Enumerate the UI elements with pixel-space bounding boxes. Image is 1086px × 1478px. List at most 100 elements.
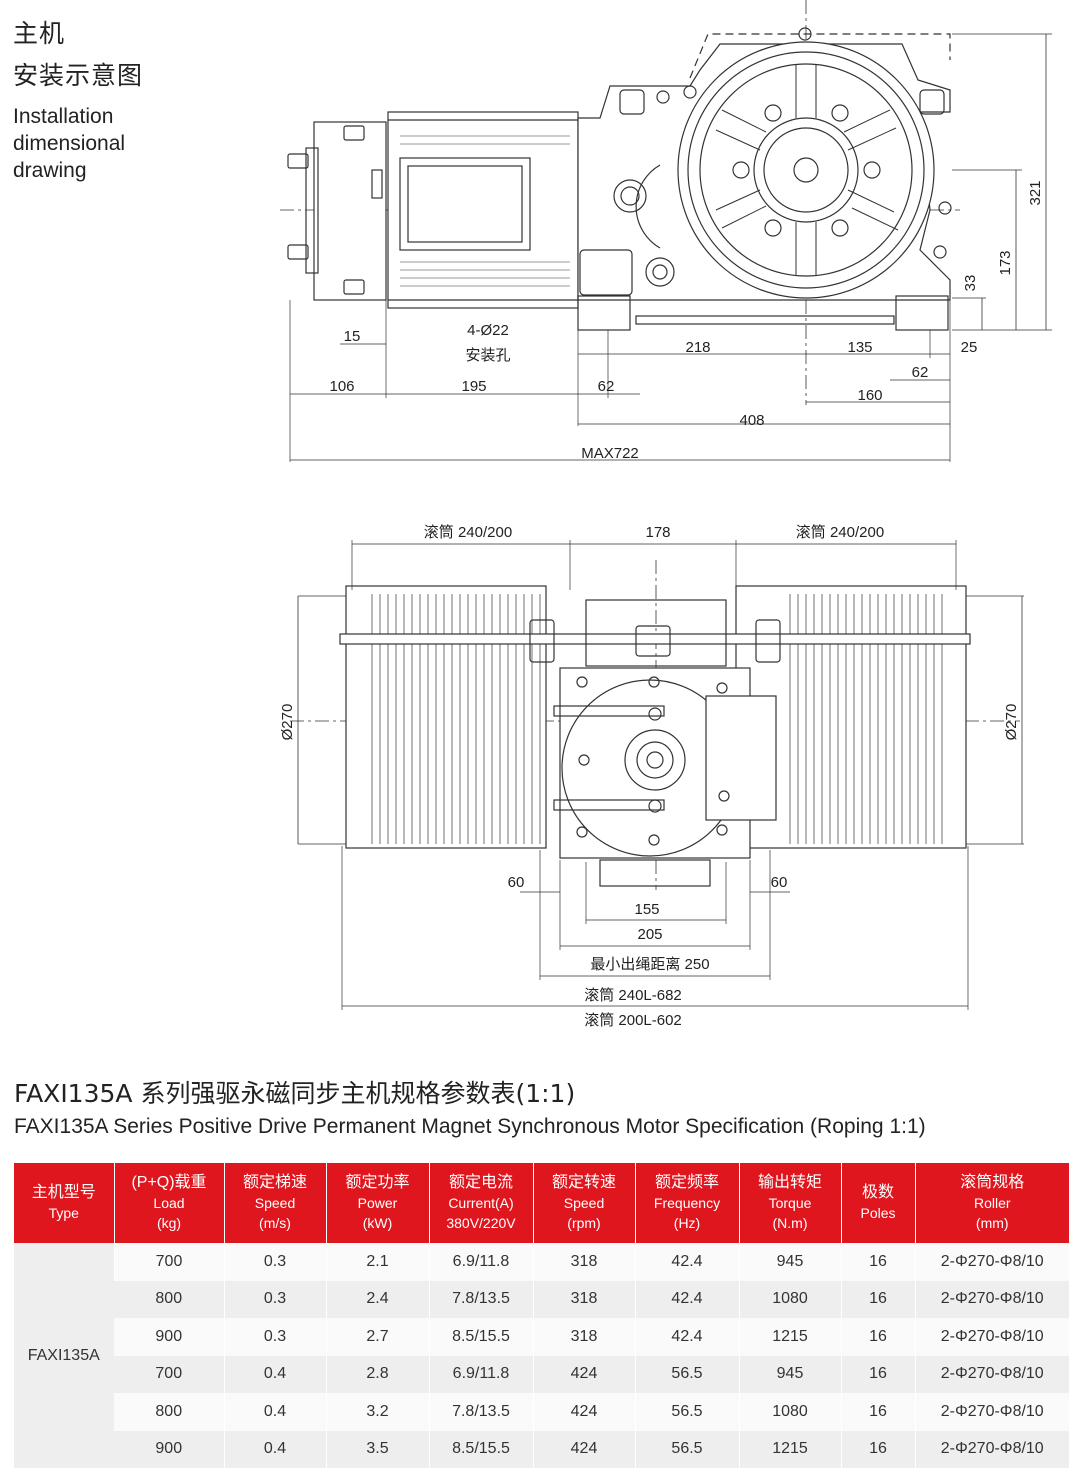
- table-row: FAXI135A 700 0.3 2.1 6.9/11.8 318 42.4 9…: [14, 1243, 1069, 1468]
- dim-205: 205: [637, 926, 662, 943]
- dim-173: 173: [997, 250, 1014, 275]
- cell: 900: [114, 1430, 224, 1468]
- cell: 8.5/15.5: [428, 1430, 533, 1468]
- cell: 0.3: [223, 1280, 326, 1318]
- dim-roller-200: 滚筒 200L-602: [584, 1012, 682, 1029]
- cell: 1080: [738, 1280, 841, 1318]
- cell: 424: [532, 1355, 635, 1393]
- dim-60-left: 60: [508, 874, 525, 891]
- dim-holes: 4-Ø22: [467, 322, 509, 339]
- cell: 56.5: [634, 1430, 739, 1468]
- cell: 3.5: [325, 1430, 429, 1468]
- cell: 16: [840, 1318, 915, 1356]
- cell: 2-Φ270-Φ8/10: [914, 1318, 1069, 1356]
- side-view-drawing: 321 173 33 15 4-Ø22 安装孔 218 135 25 106 1…: [280, 0, 1052, 462]
- dim-195: 195: [461, 378, 486, 395]
- cell: 2.7: [325, 1318, 429, 1356]
- dim-15: 15: [344, 328, 361, 345]
- title-en-3: drawing: [13, 159, 87, 182]
- dim-106: 106: [329, 378, 354, 395]
- cell: 800: [114, 1393, 224, 1431]
- cell: 0.4: [223, 1430, 326, 1468]
- cell: 8.5/15.5: [428, 1318, 533, 1356]
- dim-roller-240: 滚筒 240L-682: [584, 987, 682, 1004]
- dim-max722: MAX722: [581, 445, 639, 462]
- cell: 945: [738, 1355, 841, 1393]
- cell: 2.1: [325, 1243, 429, 1281]
- cell: 16: [840, 1355, 915, 1393]
- title-en-2: dimensional: [13, 132, 126, 155]
- cell: 2.4: [325, 1280, 429, 1318]
- cell: 318: [532, 1318, 635, 1356]
- cell: 56.5: [634, 1355, 739, 1393]
- cell: 56.5: [634, 1393, 739, 1431]
- cell: 700: [113, 1243, 224, 1281]
- cell: 2-Φ270-Φ8/10: [914, 1280, 1069, 1318]
- cell: 800: [114, 1280, 224, 1318]
- dim-dia-right: Ø270: [1003, 704, 1020, 741]
- cell: 2-Φ270-Φ8/10: [914, 1355, 1069, 1393]
- dim-408: 408: [739, 412, 764, 429]
- table-row: 800 0.3 2.4 7.8/13.5 318 42.4 1080 16 2-…: [14, 1280, 1069, 1318]
- dim-160: 160: [857, 387, 882, 404]
- table-row: 800 0.4 3.2 7.8/13.5 424 56.5 1080 16 2-…: [14, 1393, 1069, 1431]
- dim-33: 33: [962, 275, 979, 292]
- cell: 0.3: [223, 1243, 326, 1281]
- cell: 900: [114, 1318, 224, 1356]
- cell: 0.4: [223, 1393, 326, 1431]
- cell: 1080: [738, 1393, 841, 1431]
- cell: 424: [532, 1393, 635, 1431]
- cell: 3.2: [325, 1393, 429, 1431]
- cell: 2-Φ270-Φ8/10: [914, 1430, 1069, 1468]
- cell: 424: [532, 1430, 635, 1468]
- dim-holes-label: 安装孔: [465, 347, 510, 364]
- title-en-1: Installation: [13, 105, 114, 128]
- table-row: 700 0.4 2.8 6.9/11.8 424 56.5 945 16 2-Φ…: [14, 1355, 1069, 1393]
- cell: 16: [840, 1393, 915, 1431]
- cell: 42.4: [634, 1243, 739, 1281]
- dim-min-rope: 最小出绳距离 250: [590, 956, 709, 973]
- dim-25: 25: [961, 339, 978, 356]
- cell: 700: [114, 1355, 224, 1393]
- cell: 7.8/13.5: [428, 1393, 533, 1431]
- cell: 945: [738, 1243, 841, 1281]
- cell: 7.8/13.5: [428, 1280, 533, 1318]
- dim-roller-right: 滚筒 240/200: [796, 524, 884, 541]
- table-row: 900 0.3 2.7 8.5/15.5 318 42.4 1215 16 2-…: [14, 1318, 1069, 1356]
- dim-62b: 62: [912, 364, 929, 381]
- cell: 6.9/11.8: [428, 1355, 533, 1393]
- table-row: 900 0.4 3.5 8.5/15.5 424 56.5 1215 16 2-…: [14, 1430, 1069, 1468]
- spec-title-en: FAXI135A Series Positive Drive Permanent…: [14, 1115, 926, 1138]
- dim-dia-left: Ø270: [279, 704, 296, 741]
- cell: 42.4: [634, 1318, 739, 1356]
- cell: 0.3: [223, 1318, 326, 1356]
- top-view-drawing: 滚筒 240/200 178 滚筒 240/200 Ø270 Ø270 60 6…: [279, 524, 1024, 1029]
- cell: 1215: [738, 1430, 841, 1468]
- cell: 6.9/11.8: [428, 1243, 533, 1281]
- cell: 318: [532, 1280, 635, 1318]
- cell: 16: [840, 1430, 915, 1468]
- dim-218: 218: [685, 339, 710, 356]
- spec-title-zh: FAXI135A 系列强驱永磁同步主机规格参数表(1:1): [14, 1079, 576, 1108]
- cell: 1215: [738, 1318, 841, 1356]
- cell: 0.4: [223, 1355, 326, 1393]
- dim-135: 135: [847, 339, 872, 356]
- cell: 2.8: [325, 1355, 429, 1393]
- cell: 16: [840, 1280, 915, 1318]
- dim-62a: 62: [598, 378, 615, 395]
- cell: 16: [840, 1243, 915, 1281]
- dim-60-right: 60: [771, 874, 788, 891]
- cell: 2-Φ270-Φ8/10: [914, 1393, 1069, 1431]
- title-zh-sub: 安装示意图: [13, 61, 144, 90]
